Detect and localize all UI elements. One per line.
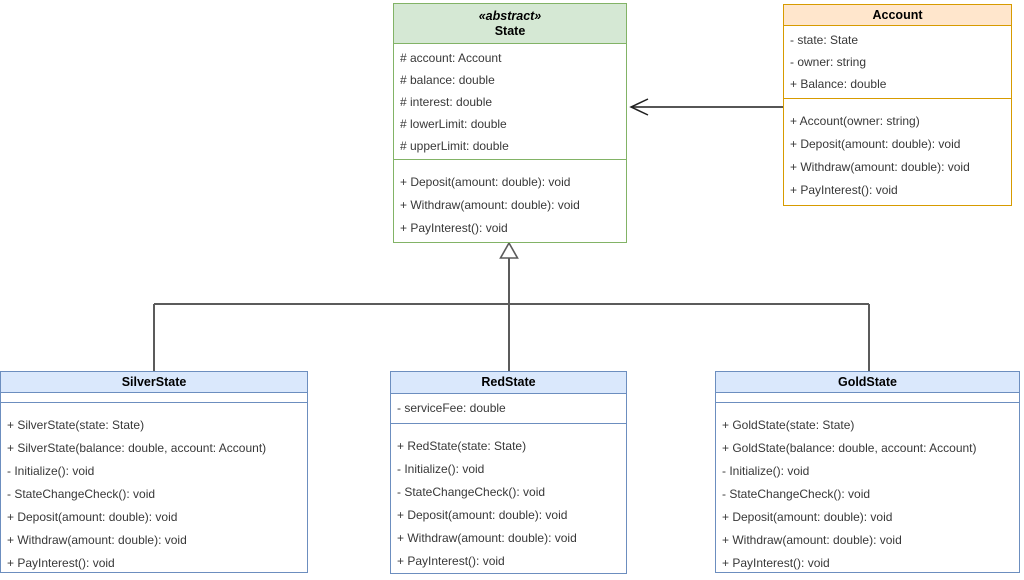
generalization-lines	[153, 258, 870, 371]
member-row: + GoldState(balance: double, account: Ac…	[722, 441, 977, 455]
hollow-triangle-arrowhead-icon	[499, 241, 519, 259]
attributes-section: - serviceFee: double	[391, 394, 626, 424]
methods-section: + SilverState(state: State) + SilverState…	[1, 403, 307, 572]
class-name: SilverState	[121, 374, 187, 389]
methods-section: + GoldState(state: State) + GoldState(bal…	[716, 403, 1019, 572]
member-row: + PayInterest(): void	[7, 556, 115, 570]
class-name: Account	[872, 7, 923, 22]
attributes-section	[1, 393, 307, 403]
class-name: State	[494, 23, 526, 38]
class-box-state: «abstract» State # account: Account # bal…	[393, 3, 627, 243]
attributes-section: # account: Account # balance: double # int…	[394, 44, 626, 160]
class-header: SilverState	[1, 372, 307, 393]
member-row: - state: State	[790, 33, 859, 47]
member-row: + PayInterest(): void	[790, 183, 898, 197]
member-row: + Account(owner: string)	[790, 114, 920, 128]
class-box-redstate: RedState - serviceFee: double + RedState…	[390, 371, 627, 574]
member-row: - StateChangeCheck(): void	[7, 487, 156, 501]
member-row: # interest: double	[400, 95, 493, 109]
member-row: # lowerLimit: double	[400, 117, 507, 131]
attributes-section	[716, 393, 1019, 403]
member-row: + PayInterest(): void	[400, 221, 508, 235]
member-row: + Deposit(amount: double): void	[7, 510, 178, 524]
member-row: # balance: double	[400, 73, 495, 87]
class-box-account: Account - state: State - owner: string + B…	[783, 4, 1012, 206]
member-row: + Balance: double	[790, 77, 887, 91]
class-name: GoldState	[837, 374, 898, 389]
methods-section: + Deposit(amount: double): void + Withdra…	[394, 160, 626, 242]
member-row: + SilverState(state: State)	[7, 418, 145, 432]
class-header: «abstract» State	[394, 4, 626, 44]
methods-section: + Account(owner: string) + Deposit(amount…	[784, 99, 1011, 205]
class-header: RedState	[391, 372, 626, 394]
member-row: + SilverState(balance: double, account: …	[7, 441, 267, 455]
member-row: + Deposit(amount: double): void	[790, 137, 961, 151]
class-name: RedState	[481, 375, 536, 389]
class-header: Account	[784, 5, 1011, 26]
member-row: - serviceFee: double	[397, 401, 506, 415]
member-row: + Deposit(amount: double): void	[400, 175, 571, 189]
class-header: GoldState	[716, 372, 1019, 393]
member-row: + Withdraw(amount: double): void	[7, 533, 187, 547]
member-row: - Initialize(): void	[722, 464, 810, 478]
member-row: - StateChangeCheck(): void	[722, 487, 871, 501]
member-row: + RedState(state: State)	[397, 439, 527, 453]
member-row: - Initialize(): void	[397, 462, 485, 476]
member-row: + Withdraw(amount: double): void	[397, 531, 577, 545]
class-stereotype: «abstract»	[478, 8, 542, 23]
member-row: + PayInterest(): void	[722, 556, 830, 570]
member-row: - StateChangeCheck(): void	[397, 485, 546, 499]
member-row: + Deposit(amount: double): void	[397, 508, 568, 522]
member-row: # account: Account	[400, 51, 502, 65]
class-box-silverstate: SilverState + SilverState(state: State)+…	[0, 371, 308, 573]
member-row: + Withdraw(amount: double): void	[400, 198, 580, 212]
member-row: # upperLimit: double	[400, 139, 509, 153]
generalization-tree	[153, 241, 870, 371]
methods-section: + RedState(state: State) - Initialize(): …	[391, 424, 626, 573]
open-arrowhead-icon	[629, 98, 649, 116]
association-account-to-state	[629, 98, 783, 116]
class-box-goldstate: GoldState + GoldState(state: State)+ Gol…	[715, 371, 1020, 573]
member-row: + GoldState(state: State)	[722, 418, 855, 432]
attributes-section: - state: State - owner: string + Balance: …	[784, 26, 1011, 99]
member-row: + Deposit(amount: double): void	[722, 510, 893, 524]
member-row: + Withdraw(amount: double): void	[790, 160, 970, 174]
member-row: + PayInterest(): void	[397, 554, 505, 568]
member-row: - owner: string	[790, 55, 867, 69]
member-row: - Initialize(): void	[7, 464, 95, 478]
member-row: + Withdraw(amount: double): void	[722, 533, 902, 547]
